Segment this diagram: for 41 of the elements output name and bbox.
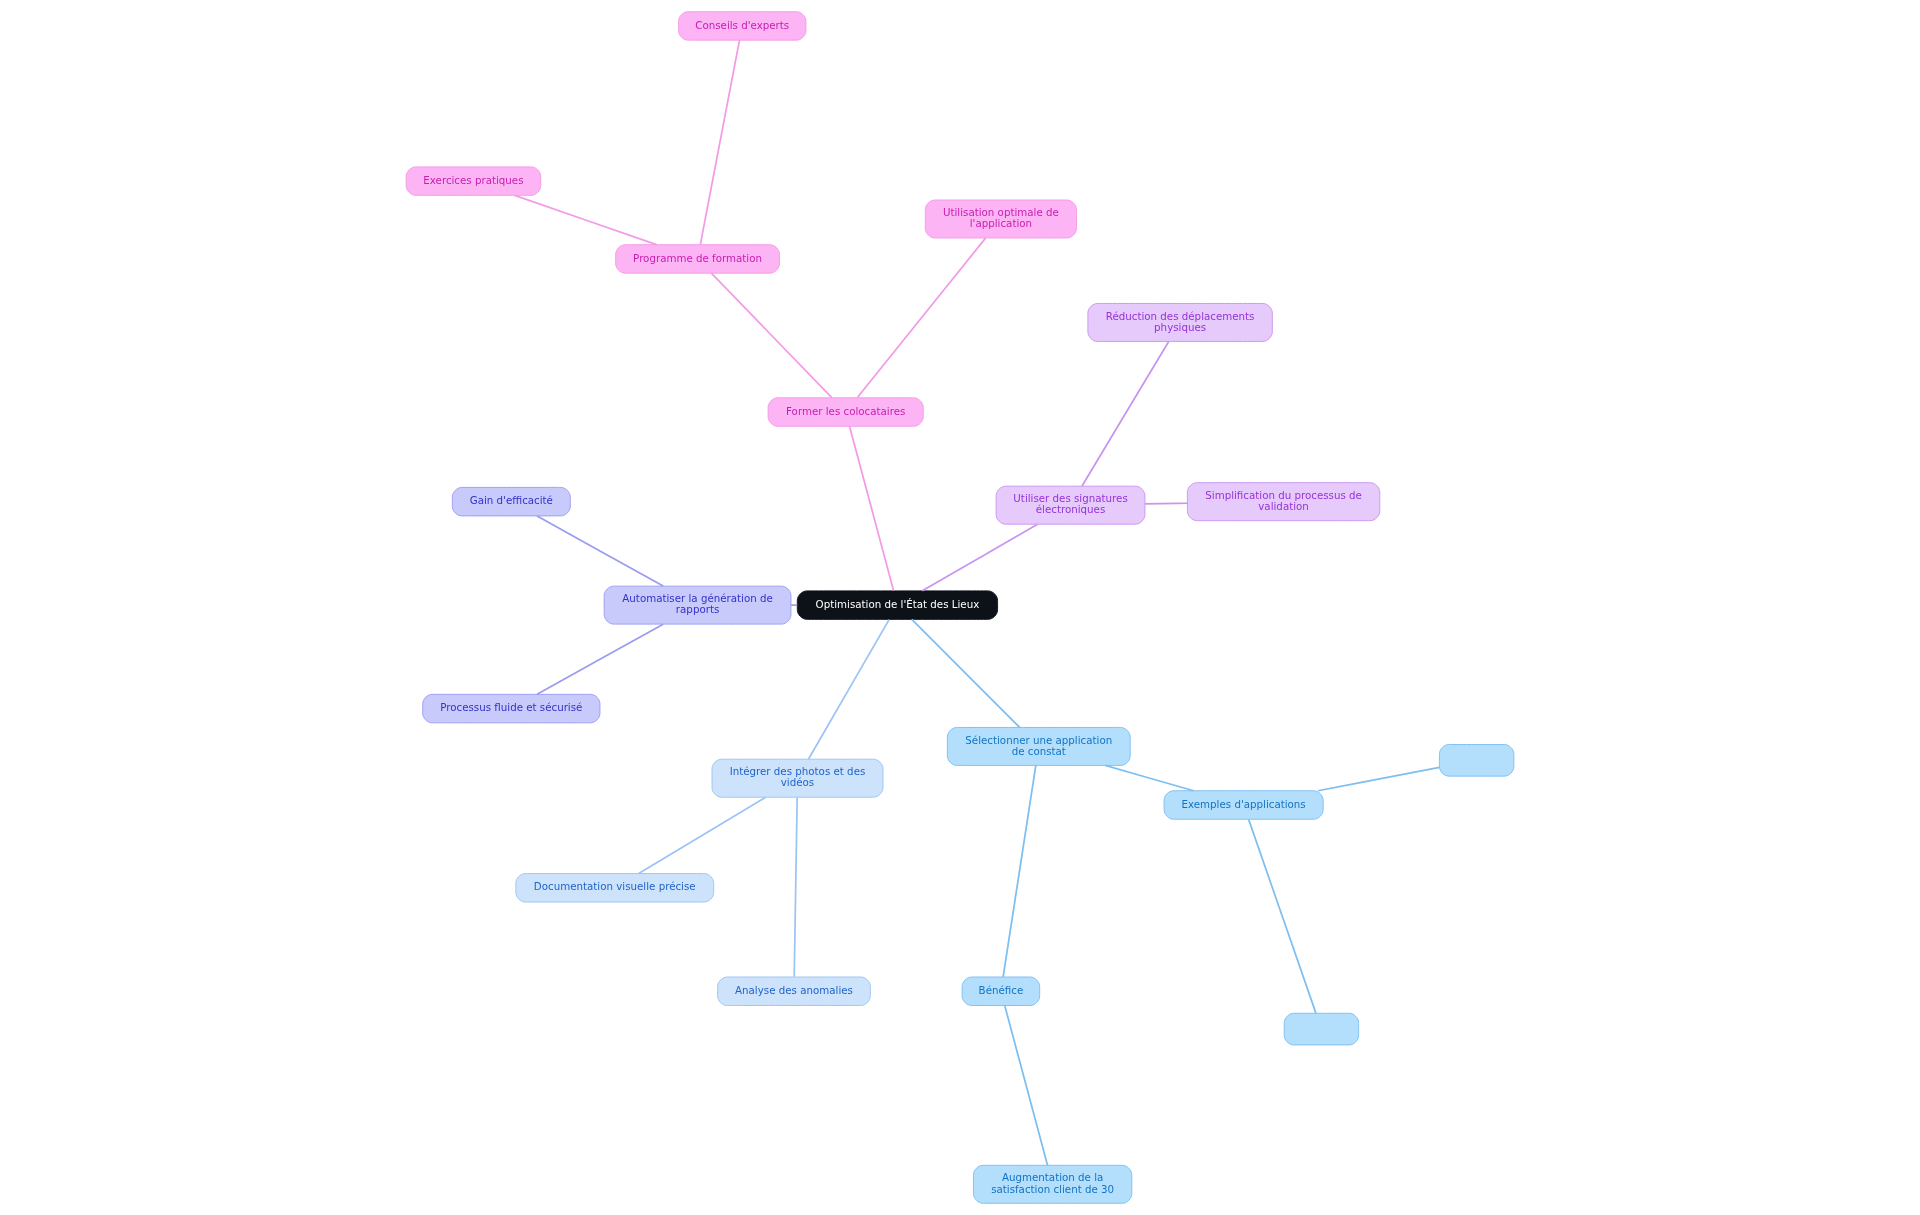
node-box: Bénéfice (961, 976, 1041, 1006)
node-box: Former les colocataires (767, 397, 924, 427)
node-box: Utilisation optimale de l'application (924, 199, 1077, 239)
node-box (1438, 744, 1515, 777)
connector (1247, 818, 1317, 1014)
node-box: Analyse des anomalies (717, 976, 871, 1006)
node-box: Augmentation de la satisfaction client de 30 (973, 1164, 1133, 1204)
connector (699, 39, 741, 246)
connector (710, 272, 833, 399)
connector (793, 796, 799, 978)
connector (1002, 764, 1037, 978)
connector (910, 618, 1021, 729)
connector (1317, 766, 1441, 792)
node-box: Gain d'efficacité (451, 486, 571, 517)
connector (1081, 340, 1170, 487)
node-box: Exemples d'applications (1163, 790, 1324, 820)
connector (856, 237, 987, 399)
node-box: Exercices pratiques (405, 166, 542, 196)
connector (848, 425, 895, 592)
node-box (1283, 1012, 1360, 1046)
connector (921, 523, 1039, 592)
node-box: Utiliser des signatures électroniques (995, 485, 1146, 525)
connector (807, 618, 890, 760)
node-box: Automatiser la génération de rapports (603, 585, 792, 625)
connector (637, 796, 767, 875)
connector (790, 604, 799, 606)
connector (1003, 1004, 1049, 1166)
node-box: Simplification du processus de validation (1186, 482, 1381, 522)
node-box: Processus fluide et sécurisé (422, 693, 601, 724)
connector (1144, 502, 1189, 505)
node-box: Documentation visuelle précise (515, 873, 715, 903)
connector (536, 515, 665, 587)
node-box: Programme de formation (615, 244, 780, 274)
connector (1104, 764, 1195, 792)
connector (513, 194, 658, 246)
node-box: Réduction des déplacements physiques (1087, 303, 1273, 342)
node-box: Intégrer des photos et des vidéos (711, 758, 884, 798)
node-box: Conseils d'experts (678, 11, 807, 41)
node-box: Sélectionner une application de constat (946, 727, 1131, 766)
connector (536, 623, 665, 696)
node-box: Optimisation de l'État des Lieux (796, 590, 999, 620)
